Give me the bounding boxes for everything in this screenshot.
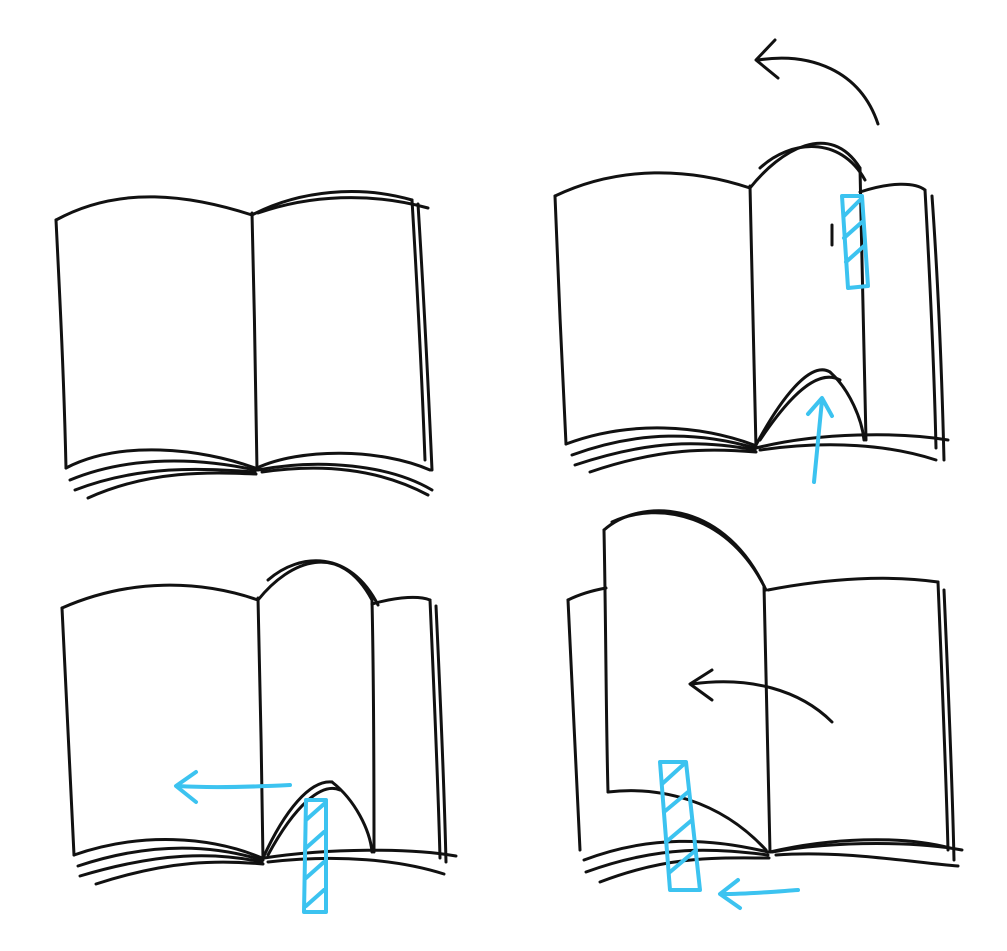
open-book-icon — [60, 559, 458, 886]
panel-2 — [553, 38, 950, 484]
swipe-left-arrow-icon — [174, 770, 292, 804]
panel-3 — [60, 559, 458, 914]
open-book-icon — [566, 509, 964, 884]
page-turn-curved-arrow-icon — [754, 38, 880, 126]
panel-4 — [566, 509, 964, 910]
page-turn-curved-arrow-icon — [688, 668, 834, 724]
finger-grip-icon — [658, 760, 702, 892]
open-book-icon — [553, 141, 950, 474]
page-lift-arrow-icon — [806, 396, 834, 484]
finger-grip-icon — [302, 798, 328, 914]
panel-1 — [54, 190, 434, 500]
open-book-icon — [54, 190, 434, 500]
swipe-left-arrow-icon — [718, 878, 800, 910]
finger-grip-icon — [840, 194, 870, 290]
